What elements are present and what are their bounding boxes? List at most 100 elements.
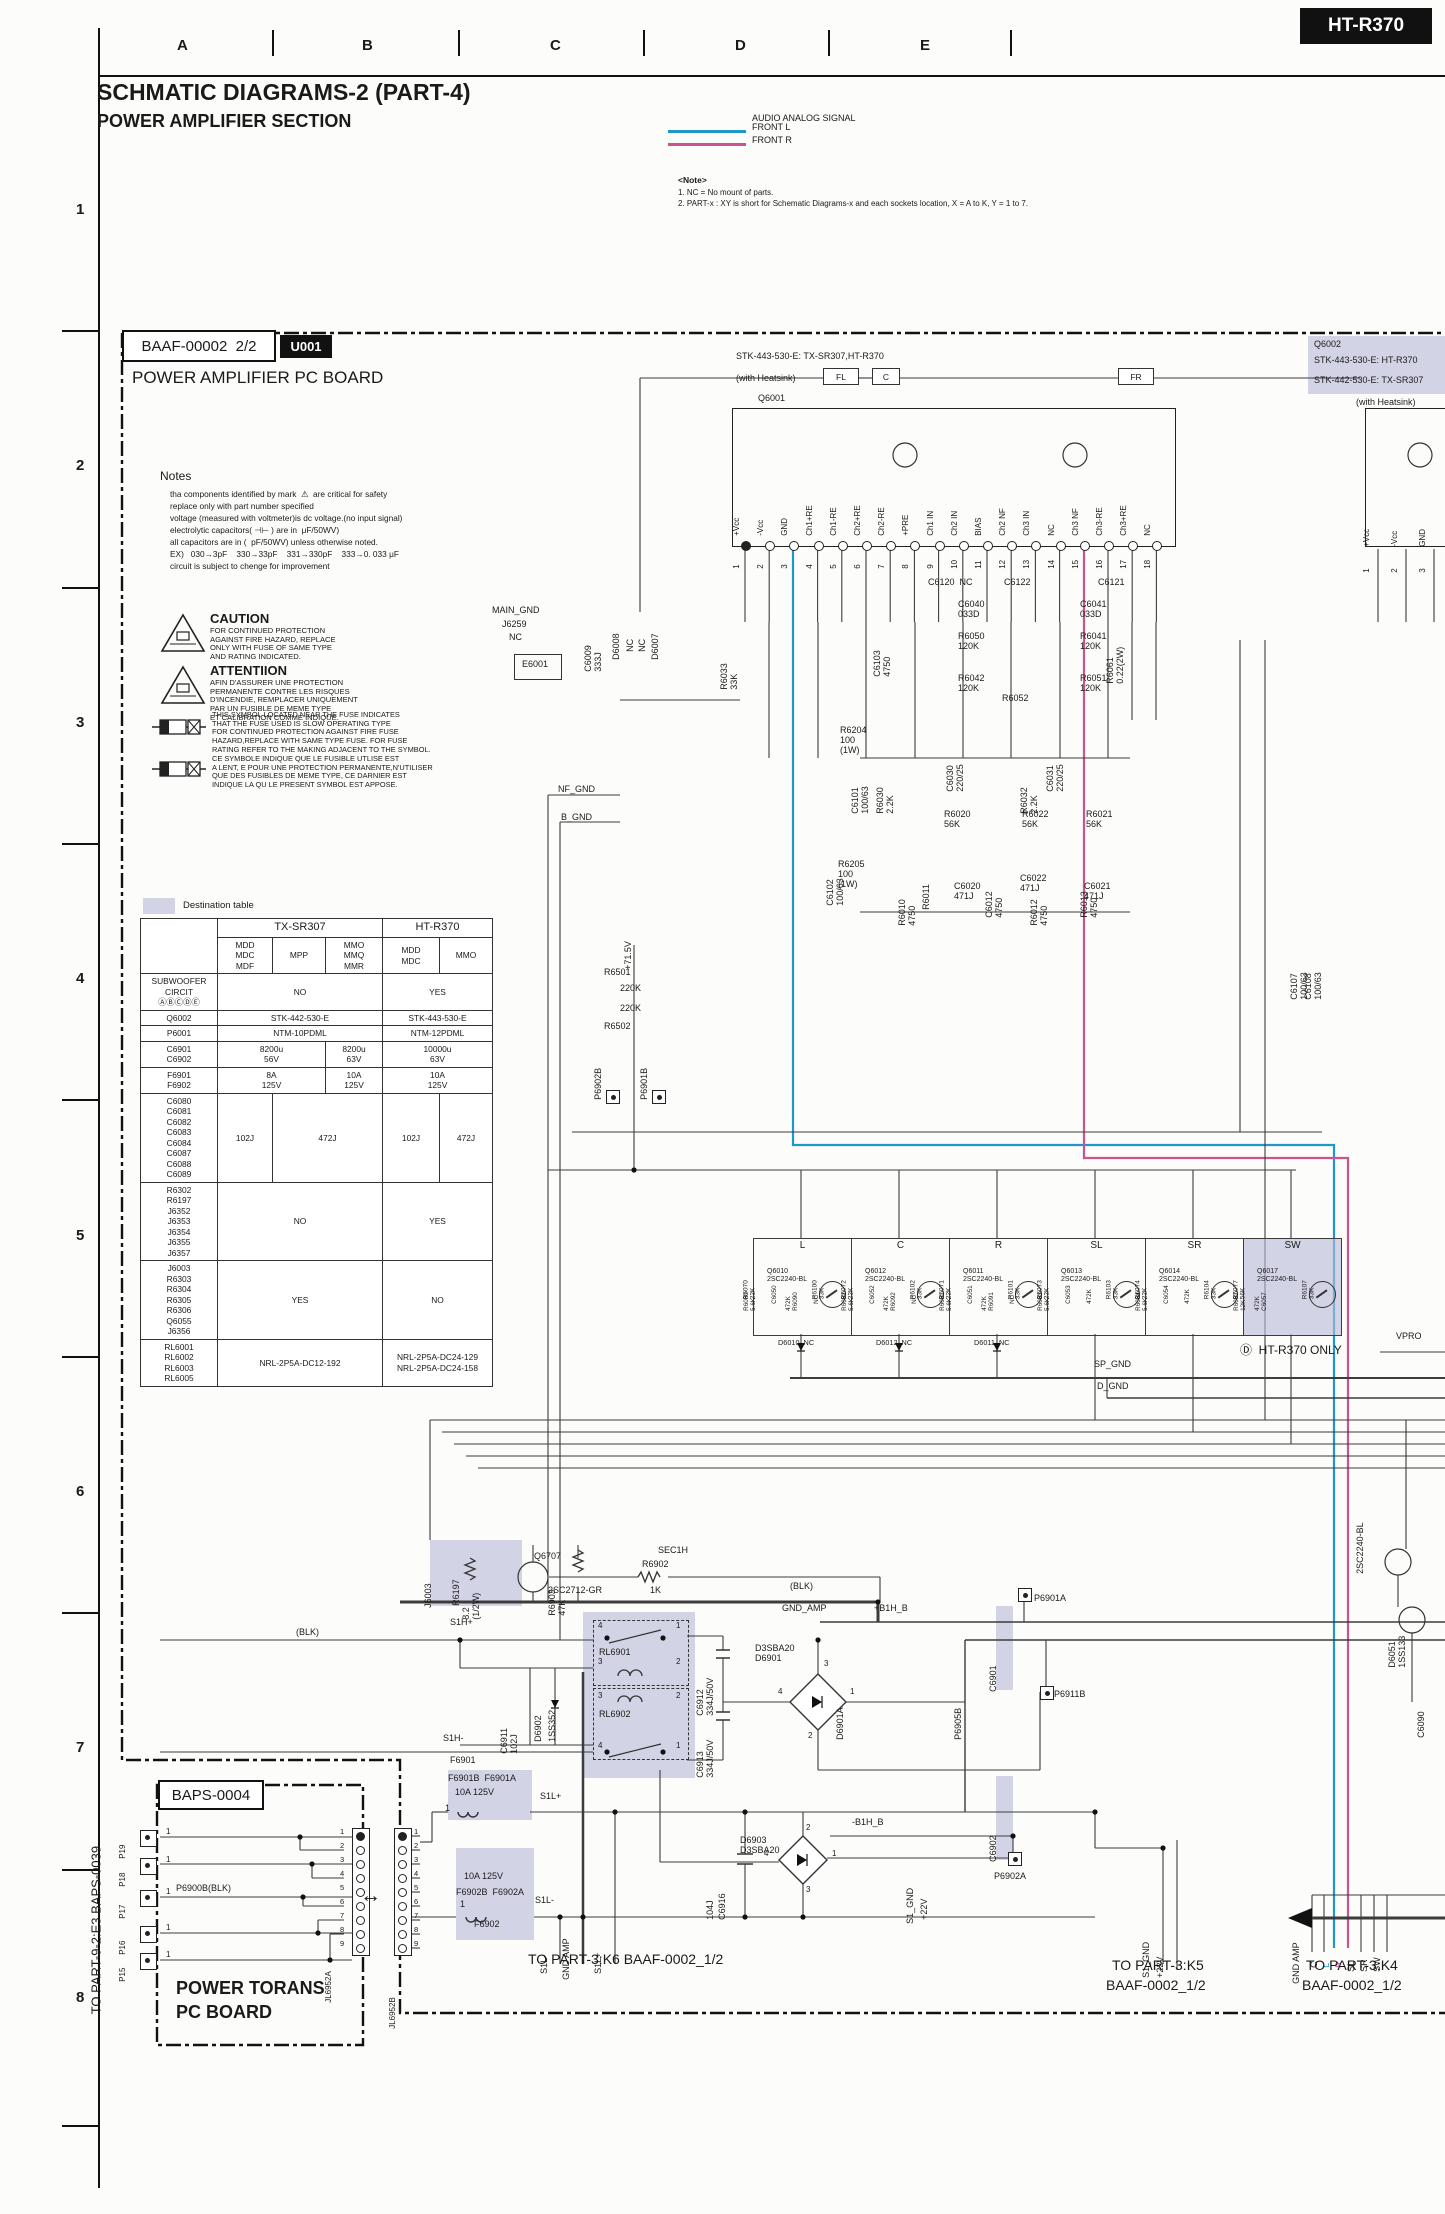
top-frame-line bbox=[98, 75, 1445, 77]
grid-row-4: 4 bbox=[76, 970, 85, 987]
board-pad bbox=[1018, 1588, 1032, 1602]
board-pad bbox=[652, 1090, 666, 1104]
grid-row-tick bbox=[62, 1099, 100, 1101]
strip-pin-number: 4 bbox=[414, 1869, 419, 1878]
schematic-label: P16 bbox=[118, 1940, 128, 1955]
channel-bottom-label: C6051 bbox=[967, 1285, 975, 1304]
grid-row-tick bbox=[62, 1869, 100, 1871]
schematic-label: P19 bbox=[118, 1844, 128, 1859]
terminal-fr: FR bbox=[1118, 368, 1154, 385]
schematic-label: 3 bbox=[1418, 568, 1428, 573]
q6001-pin-12 bbox=[1007, 541, 1018, 551]
schematic-label: 1 bbox=[1362, 568, 1372, 573]
schematic-label: 3 bbox=[806, 1885, 811, 1894]
q6001-pin-8 bbox=[910, 541, 921, 551]
schematic-label: R6011 bbox=[921, 884, 932, 910]
q6001-pin-label: NC bbox=[1143, 524, 1153, 536]
schematic-label: 2SC2240-BL bbox=[1355, 1522, 1366, 1574]
strip-pin bbox=[356, 1930, 365, 1939]
channel-bottom-label: 472K R6092 bbox=[883, 1292, 898, 1311]
q6001-pin-label: +Vcc bbox=[732, 517, 742, 536]
strip-pin bbox=[398, 1874, 407, 1883]
schematic-label: R6012 4750 bbox=[1029, 899, 1050, 926]
schematic-label: P6901B bbox=[639, 1067, 650, 1100]
grid-column-B: B bbox=[362, 37, 373, 54]
schematic-label: TO PART-3:K6 BAAF-0002_1/2 bbox=[528, 1951, 724, 1967]
q6001-pin-3 bbox=[789, 541, 800, 551]
channel-bottom-label: C6053 bbox=[1065, 1285, 1073, 1304]
fuse-note-en: THIS SYMBOL LOCATED NEAR THE FUSE INDICA… bbox=[212, 710, 431, 754]
strip-pin-number: 9 bbox=[340, 1939, 345, 1948]
destination-table-cell: YES bbox=[382, 1181, 493, 1262]
q6002-ref: Q6002 bbox=[1314, 339, 1342, 349]
strip-pin-number: 8 bbox=[340, 1925, 345, 1934]
grid-row-7: 7 bbox=[76, 1739, 85, 1756]
grid-row-3: 3 bbox=[76, 714, 85, 731]
channel-q-label: Q6017 2SC2240-BL bbox=[1257, 1268, 1298, 1283]
destination-table-cell: NO bbox=[217, 1181, 383, 1262]
grid-row-tick bbox=[62, 2125, 100, 2127]
channel-bottom-label: NC bbox=[911, 1294, 919, 1304]
q6001-pin-number: 2 bbox=[756, 564, 766, 569]
q6001-pin-number: 13 bbox=[1022, 559, 1032, 569]
schematic-label: VPRO bbox=[1396, 1331, 1422, 1341]
page-title: SCHMATIC DIAGRAMS-2 (PART-4) bbox=[97, 79, 471, 105]
schematic-label: C6020 471J bbox=[954, 881, 981, 901]
schematic-label: (with Heatsink) bbox=[736, 373, 796, 383]
channel-bottom-label: NC bbox=[813, 1294, 821, 1304]
schematic-label: C6121 bbox=[1098, 577, 1125, 587]
strip-pin-number: 1 bbox=[340, 1827, 345, 1836]
schematic-label: C6911 102J bbox=[499, 1727, 520, 1754]
baps-id-label: BAPS-0004 bbox=[158, 1780, 264, 1810]
grid-column-tick bbox=[1010, 30, 1012, 56]
q6001-pin-number: 17 bbox=[1119, 559, 1129, 569]
strip-pin bbox=[356, 1874, 365, 1883]
legend-label-0: FRONT L bbox=[752, 122, 791, 132]
slow-fuse-icon bbox=[152, 761, 206, 777]
schematic-label: 1 bbox=[676, 1621, 681, 1630]
terminal-fl: FL bbox=[823, 368, 859, 385]
channel-bottom-label: R6084 5.6K bbox=[1135, 1292, 1150, 1311]
channel-bottom-label: 472K R6090 bbox=[785, 1292, 800, 1311]
schematic-label: R6501 bbox=[604, 967, 631, 977]
destination-table-cell: 102J bbox=[382, 1092, 440, 1183]
schematic-label: 1 bbox=[166, 1855, 171, 1864]
schematic-label: NF_GND bbox=[558, 784, 596, 794]
channel-name: SW bbox=[1284, 1240, 1301, 1251]
schematic-label: STK-443-530-E: TX-SR307,HT-R370 bbox=[736, 351, 884, 361]
channel-bottom-label: NC bbox=[1009, 1294, 1017, 1304]
note-heading: <Note> bbox=[678, 175, 707, 185]
schematic-label: 104J bbox=[705, 1900, 716, 1920]
q6001-pin-label: Ch2-RE bbox=[877, 507, 887, 536]
schematic-label: C6913 334J/50V bbox=[695, 1739, 716, 1778]
q6002-ic-box bbox=[1365, 408, 1445, 547]
schematic-label: E6001 bbox=[522, 659, 549, 669]
schematic-label: C6040 033D bbox=[958, 599, 985, 619]
schematic-label: +B1H_B bbox=[874, 1603, 908, 1613]
strip-pin bbox=[356, 1846, 365, 1855]
schematic-label: RL6902 bbox=[599, 1709, 631, 1719]
schematic-label: R6042 120K bbox=[958, 673, 985, 693]
grid-row-2: 2 bbox=[76, 457, 85, 474]
destination-swatch bbox=[143, 898, 175, 914]
channel-bottom-label: 472K C6057 bbox=[1254, 1292, 1269, 1311]
strip-pin-number: 9 bbox=[414, 1939, 419, 1948]
schematic-label: R6022 56K bbox=[1022, 809, 1049, 829]
q6001-pin-label: Ch2 IN bbox=[950, 510, 959, 536]
schematic-label: D6008 bbox=[611, 633, 622, 660]
schematic-label: MAIN_GND bbox=[492, 605, 540, 615]
warning-triangle-icon bbox=[160, 613, 206, 652]
schematic-label: R6051 120K bbox=[1080, 673, 1107, 693]
schematic-label: 1 bbox=[445, 1803, 451, 1813]
board-ref-tag: U001 bbox=[280, 335, 332, 358]
schematic-label: JL6952A bbox=[324, 1971, 334, 2003]
